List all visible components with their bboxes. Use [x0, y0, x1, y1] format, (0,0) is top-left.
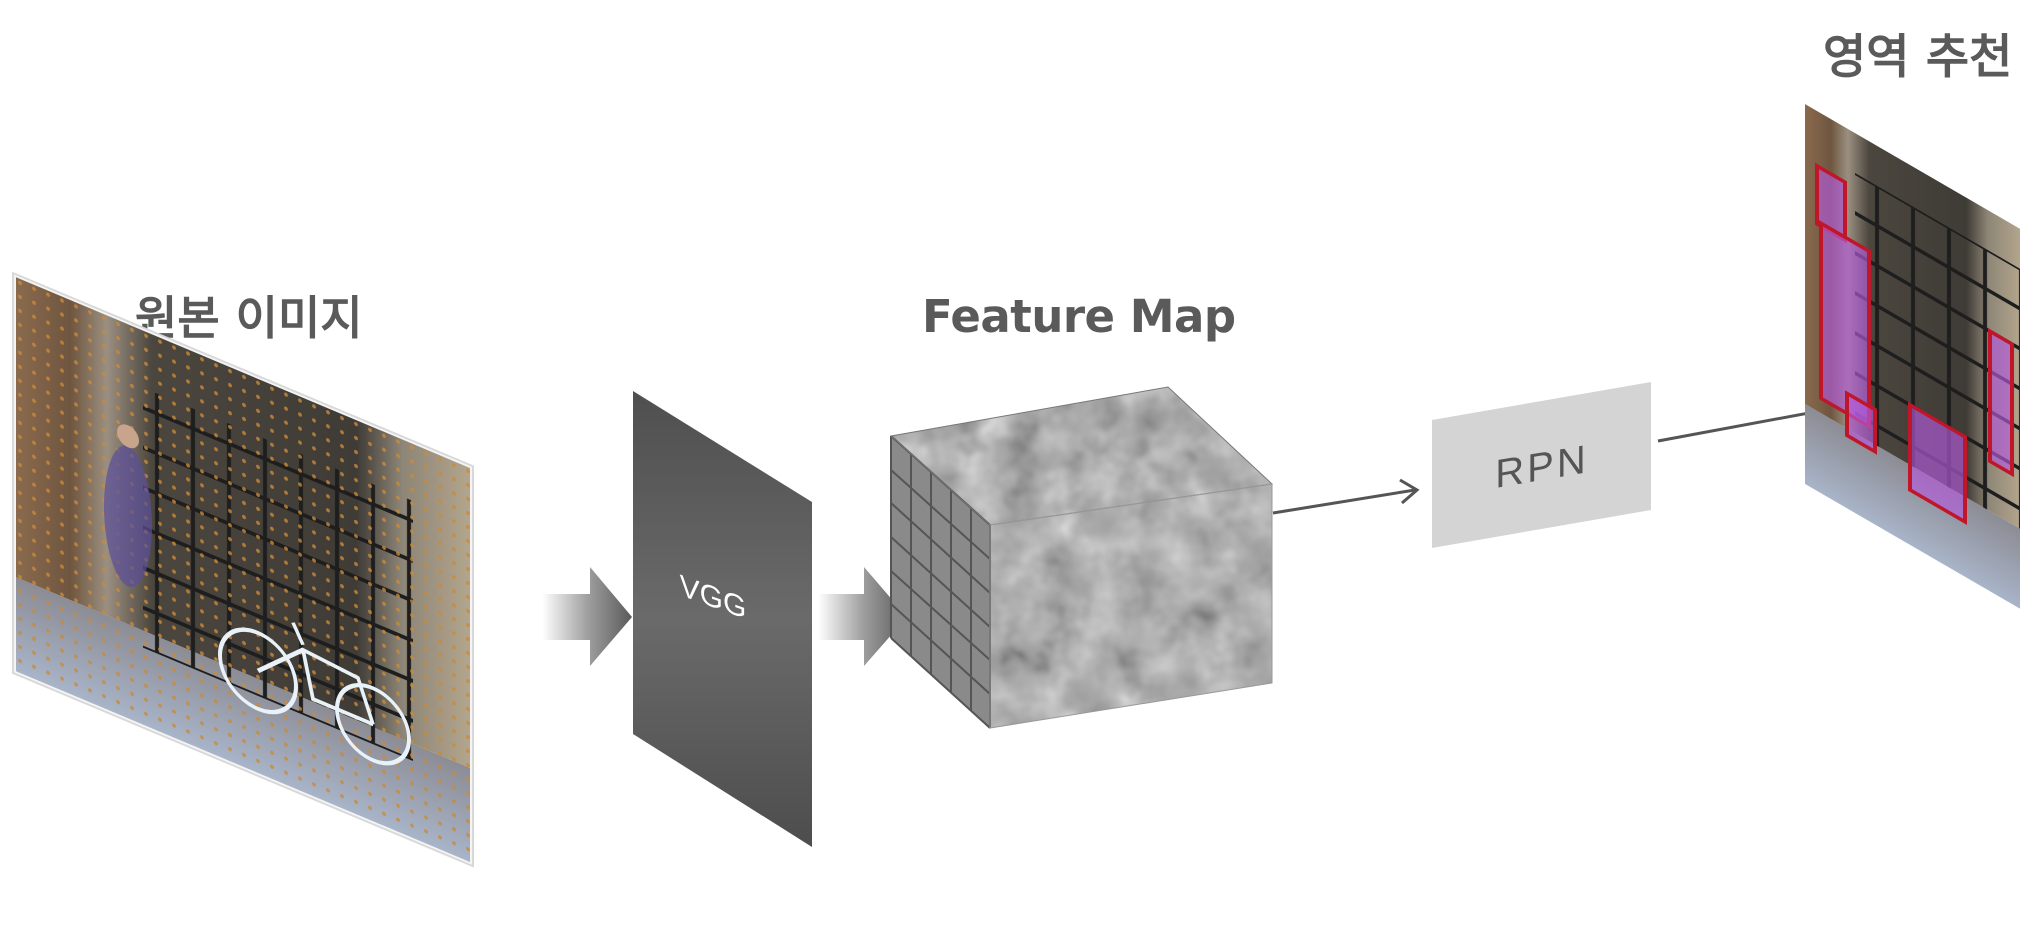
region-proposal-label: 영역 추천	[1823, 30, 2013, 85]
flow-arrow-icon	[542, 567, 632, 666]
bicycle-figure	[218, 622, 411, 766]
vgg-block	[633, 391, 812, 847]
person-figure	[104, 445, 152, 588]
flow-arrow-icon	[818, 567, 907, 666]
feature-map-label: Feature Map	[922, 290, 1236, 343]
arrow-to-rpn	[1272, 478, 1420, 515]
original-image-label: 원본 이미지	[135, 291, 363, 345]
rpn-block	[1432, 382, 1651, 548]
feature-map-cube	[889, 386, 1274, 729]
region-proposal-image	[1805, 104, 2020, 609]
original-image	[12, 271, 474, 868]
proposal-boxes	[1815, 162, 2014, 525]
